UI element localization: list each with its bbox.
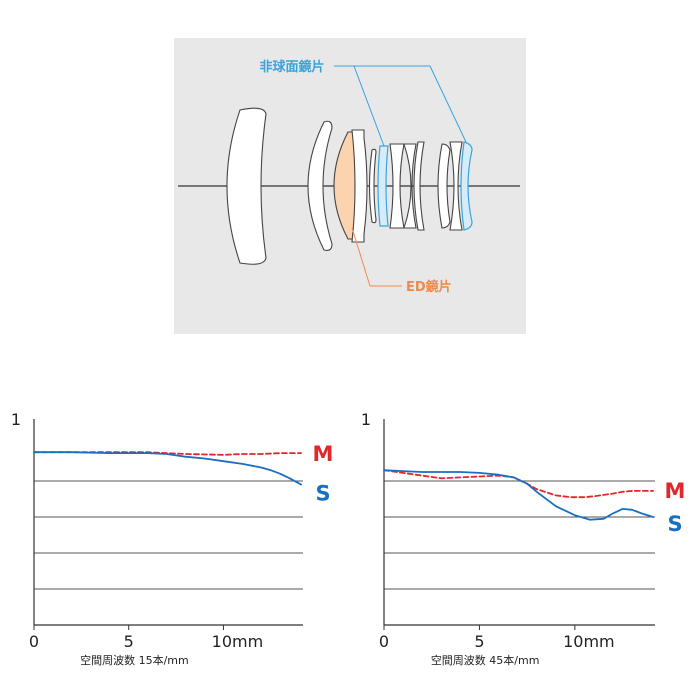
chart-1-legend-M: M — [313, 442, 334, 466]
chart-1-legend-S: S — [315, 482, 330, 506]
chart-1-series — [33, 451, 303, 486]
chart-2-xlabel: 空間周波数 45本/mm — [431, 653, 540, 667]
chart-1-xlabel: 空間周波数 15本/mm — [80, 653, 189, 667]
mtf-chart-45: 0 5 10mm 1 空間周波数 45本/mm MS — [361, 410, 686, 667]
chart-2-series — [383, 469, 655, 521]
lens-element-9 — [437, 143, 451, 229]
lens-element-4 — [351, 129, 368, 243]
aspherical-label: 非球面鏡片 — [259, 59, 324, 75]
chart-2-grid — [384, 480, 655, 590]
chart-2-axes — [383, 419, 655, 630]
lens-construction-diagram: 非球面鏡片 ED鏡片 — [174, 38, 526, 334]
chart-2-labels: 0 5 10mm 1 空間周波数 45本/mm MS — [361, 410, 686, 667]
chart-1-ylabel: 1 — [11, 410, 21, 429]
chart-1-xtick-label-2: 10mm — [212, 632, 264, 651]
aspherical-lens-element-2 — [460, 141, 473, 231]
aspherical-lens-element-1 — [377, 145, 389, 227]
chart-1-labels: 0 5 10mm 1 空間周波数 15本/mm MS — [11, 410, 334, 667]
chart-1-grid — [34, 480, 303, 590]
chart-1-axes — [33, 419, 303, 630]
aspherical-leader-line-3 — [429, 65, 467, 143]
chart-2-series-S — [383, 469, 655, 521]
chart-2-xtick-label-2: 10mm — [563, 632, 615, 651]
chart-2-legend-M: M — [665, 479, 686, 503]
chart-1-series-S — [33, 451, 303, 486]
aspherical-leader-line-2 — [353, 65, 385, 147]
chart-2-legend-S: S — [667, 512, 682, 536]
chart-2-ylabel: 1 — [361, 410, 371, 429]
chart-2-xtick-label-1: 5 — [474, 632, 484, 651]
ed-label: ED鏡片 — [406, 279, 452, 295]
mtf-chart-15: 0 5 10mm 1 空間周波数 15本/mm MS — [11, 410, 334, 667]
lens-element-7 — [403, 143, 417, 229]
chart-1-xtick-label-0: 0 — [29, 632, 39, 651]
chart-2-series-M — [383, 469, 655, 499]
chart-2-xtick-label-0: 0 — [379, 632, 389, 651]
lens-element-10 — [449, 141, 463, 231]
lens-element-8 — [413, 141, 425, 231]
lens-element-5 — [368, 148, 377, 224]
chart-1-xtick-label-1: 5 — [124, 632, 134, 651]
lens-element-1 — [226, 107, 267, 265]
ed-leader-line-1 — [351, 227, 371, 287]
lens-element-2 — [307, 120, 333, 251]
lens-diagram-svg: 非球面鏡片 ED鏡片 — [178, 59, 520, 295]
